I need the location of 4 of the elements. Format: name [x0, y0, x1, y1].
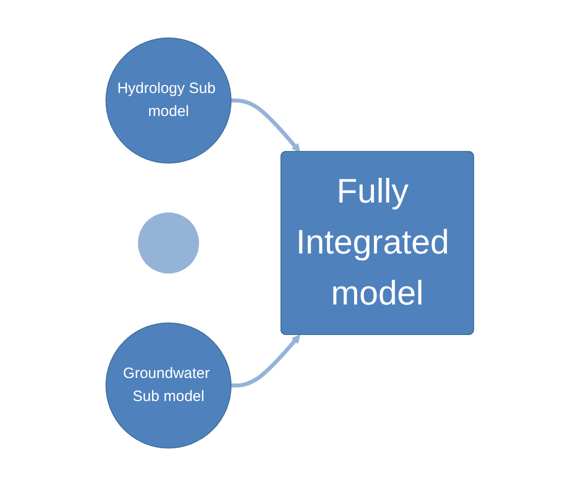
node-circle: Groundwater Sub model — [105, 322, 232, 448]
node-circle: Hydrology Sub model — [105, 37, 232, 163]
arrow — [230, 334, 300, 387]
arrow — [230, 98, 300, 152]
